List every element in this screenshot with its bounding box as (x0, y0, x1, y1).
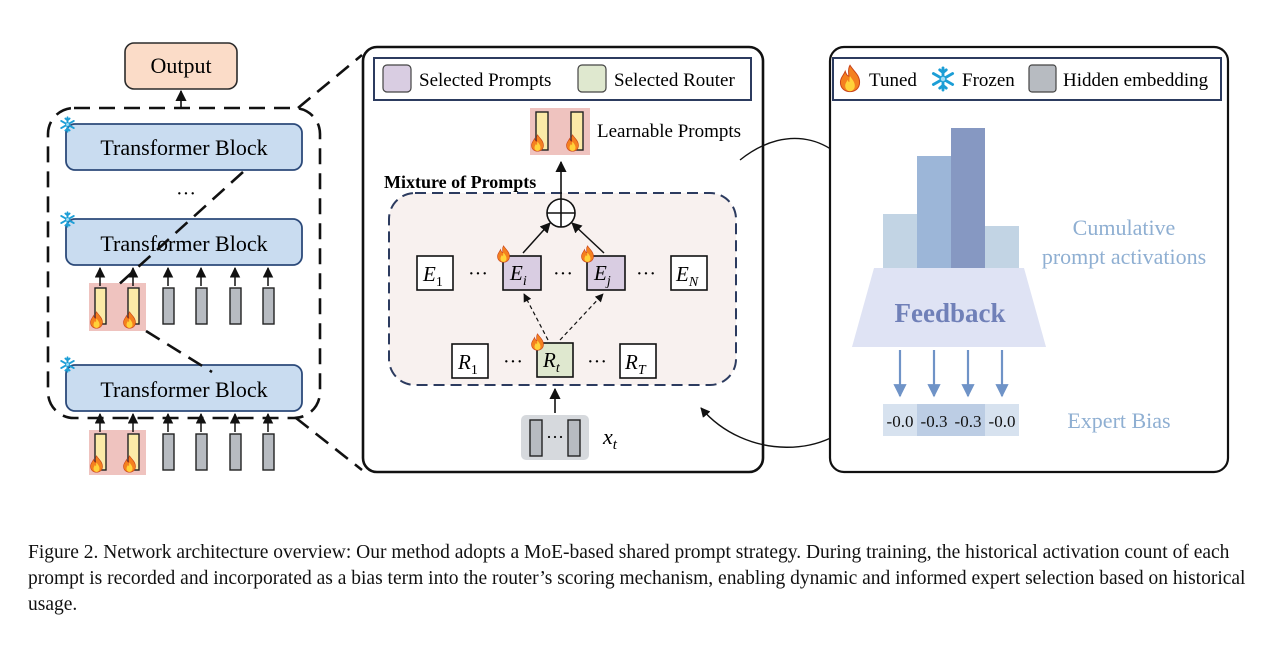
svg-text:R1: R1 (457, 350, 478, 378)
hidden-token (195, 433, 208, 471)
feedback-label: Feedback (895, 298, 1006, 328)
legend-tuned: Tuned (869, 70, 917, 91)
mixture-frame (388, 192, 737, 386)
input-variable: xt (602, 424, 618, 453)
bias-value: -0.3 (921, 412, 948, 431)
zoom-connectors (115, 53, 363, 472)
hidden-token (162, 433, 175, 471)
expert-e1: E1 (416, 255, 454, 291)
activation-bar (917, 156, 951, 268)
right-panel: Tuned Frozen Hidden embedding Feedback C… (828, 45, 1230, 474)
activation-bars (883, 128, 1019, 268)
legend-selected-prompts: Selected Prompts (419, 70, 551, 91)
hidden-token (229, 287, 242, 325)
mixture-title: Mixture of Prompts (384, 172, 536, 192)
output-box (124, 42, 238, 90)
expert-ej: Ej (581, 245, 626, 291)
transformer-block-top (65, 123, 303, 171)
bias-cell (951, 404, 985, 436)
expert-dots: ··· (468, 263, 488, 285)
svg-text:EN: EN (675, 262, 699, 290)
token-row-middle (89, 266, 275, 331)
activation-bar (985, 226, 1019, 268)
left-panel: Output Transformer Block ··· Transformer… (46, 42, 322, 475)
bias-cell (917, 404, 951, 436)
transformer-block-bottom (65, 364, 303, 412)
router-to-expert-j (559, 293, 604, 341)
expert-j-to-sum (571, 222, 605, 254)
architecture-figure: Output Transformer Block ··· Transformer… (46, 42, 1230, 475)
layer-ellipsis: ··· (176, 183, 196, 205)
expert-en: EN (670, 255, 708, 291)
hidden-token (195, 287, 208, 325)
svg-text:Rt: Rt (542, 348, 561, 376)
feedback-funnel (852, 268, 1046, 347)
router-rt: Rt (531, 333, 574, 378)
cumulative-label-line2: prompt activations (1042, 244, 1206, 269)
input-dots: ··· (546, 427, 564, 447)
svg-text:Ei: Ei (509, 261, 527, 289)
frozen-backbone-frame (46, 106, 322, 420)
right-panel-frame (828, 45, 1230, 474)
legend-hidden-swatch (1028, 64, 1057, 93)
hidden-token (529, 419, 543, 457)
transformer-block-top-label: Transformer Block (100, 135, 267, 160)
middle-panel: Selected Prompts Selected Router Learnab… (361, 45, 765, 474)
legend-frozen: Frozen (962, 70, 1015, 91)
router-dots: ··· (587, 351, 607, 373)
legend-hidden-embedding: Hidden embedding (1063, 70, 1209, 91)
output-label: Output (150, 53, 211, 78)
expert-dots: ··· (553, 263, 573, 285)
router-r1: R1 (451, 343, 489, 379)
legend-prompt-swatch (382, 64, 412, 93)
figure-caption: Figure 2. Network architecture overview:… (28, 542, 1246, 615)
router-rT: RT (619, 343, 657, 379)
transformer-block-middle (65, 218, 303, 266)
hidden-token (162, 287, 175, 325)
hidden-token (229, 433, 242, 471)
svg-text:Ej: Ej (593, 261, 611, 289)
legend-router-swatch (577, 64, 607, 93)
svg-text:E1: E1 (422, 262, 443, 290)
bias-value: -0.3 (955, 412, 982, 431)
expert-bias-cells: -0.0 -0.3 -0.3 -0.0 (883, 404, 1019, 436)
bias-value: -0.0 (887, 412, 914, 431)
learnable-prompts-label: Learnable Prompts (597, 121, 741, 142)
svg-text:RT: RT (624, 350, 647, 378)
transformer-block-middle-label: Transformer Block (100, 231, 267, 256)
expert-ei: Ei (497, 245, 542, 291)
bias-cell (985, 404, 1019, 436)
right-legend-frame (832, 57, 1222, 101)
transformer-block-bottom-label: Transformer Block (100, 377, 267, 402)
bias-cell (883, 404, 917, 436)
legend-selected-router: Selected Router (614, 70, 735, 91)
expert-dots: ··· (636, 263, 656, 285)
middle-legend-frame (373, 57, 752, 101)
router-to-expert-i (523, 293, 549, 341)
token-row-bottom (89, 412, 275, 475)
activation-bar (951, 128, 985, 268)
bias-value: -0.0 (989, 412, 1016, 431)
sum-node (546, 198, 576, 228)
activation-bar (883, 214, 917, 268)
cumulative-label-line1: Cumulative (1073, 215, 1176, 240)
expert-i-to-sum (522, 222, 551, 254)
bias-arrows (893, 350, 1009, 398)
hidden-token (262, 287, 275, 325)
hidden-token (262, 433, 275, 471)
router-dots: ··· (503, 351, 523, 373)
hidden-token (567, 419, 581, 457)
expert-bias-label: Expert Bias (1067, 408, 1170, 433)
